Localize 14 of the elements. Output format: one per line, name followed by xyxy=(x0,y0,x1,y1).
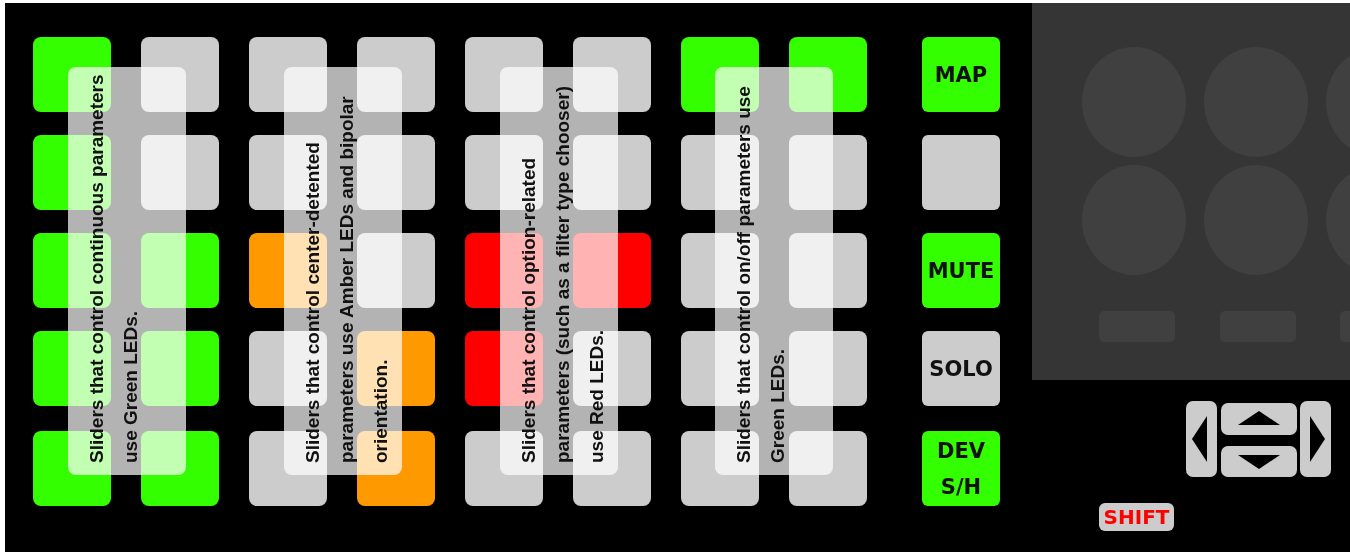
mode-button: SOLO xyxy=(922,331,1000,406)
note-card xyxy=(68,67,186,475)
note-text: Sliders that control option-related parameters (such as a filter type chooser) use Red LEDs. xyxy=(517,85,608,465)
shift-button: SHIFT xyxy=(1099,503,1174,531)
note-card xyxy=(715,67,833,475)
note-text: Sliders that control on/off parameters use Green LEDs. xyxy=(732,85,789,465)
mode-button: DEV S/H xyxy=(922,431,1000,506)
note-text: Sliders that control continuous parameters use Green LEDs. xyxy=(85,73,142,465)
mode-button: MAP xyxy=(922,37,1000,112)
blank-button xyxy=(922,135,1000,210)
note-card xyxy=(284,67,402,475)
note-text: Sliders that control center-detented parameters use Amber LEDs and bipolar orientation. xyxy=(301,95,392,465)
mode-button: MUTE xyxy=(922,233,1000,308)
note-card xyxy=(500,67,618,475)
